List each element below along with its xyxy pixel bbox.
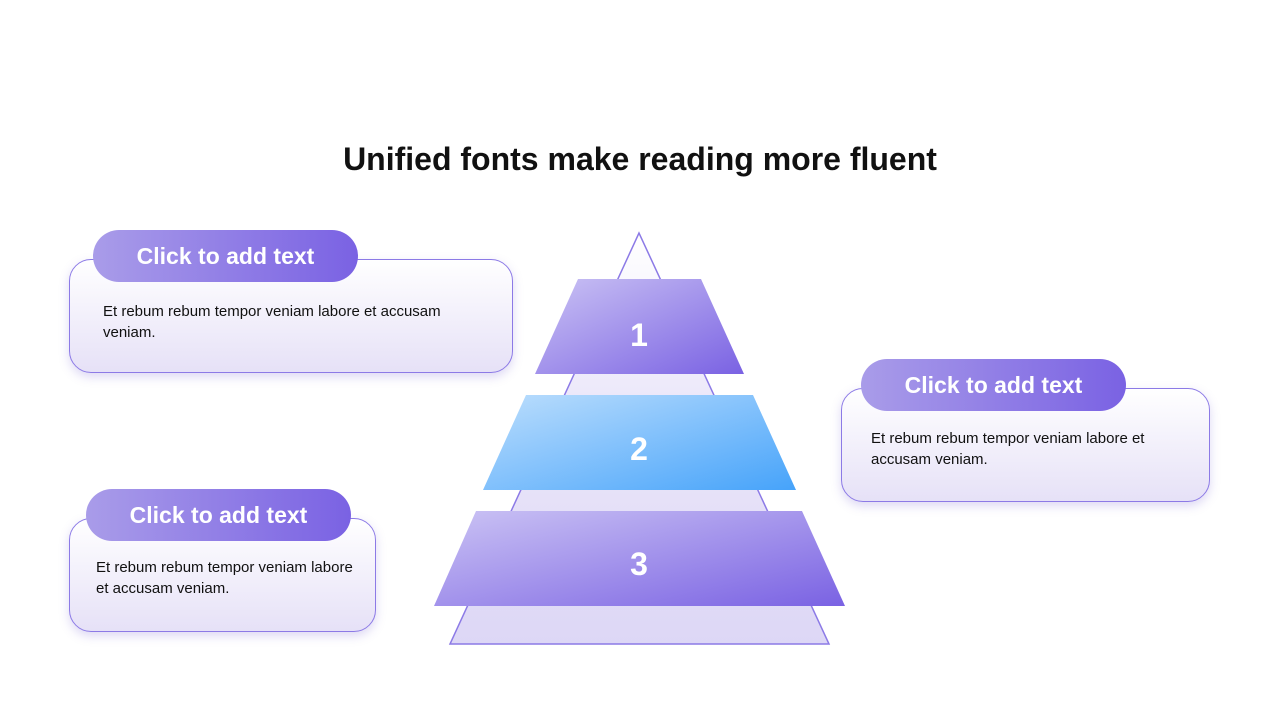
pyramid-tier-2[interactable] <box>483 395 796 490</box>
slide-title[interactable]: Unified fonts make reading more fluent <box>343 141 937 177</box>
pyramid-tier-1[interactable] <box>535 279 744 374</box>
callout-bottom-left-title[interactable]: Click to add text <box>86 489 351 541</box>
pyramid-tier-1-label: 1 <box>630 317 648 353</box>
pyramid-tier-2-label: 2 <box>630 431 648 467</box>
callout-right-body[interactable]: Et rebum rebum tempor veniam labore et a… <box>871 430 1145 468</box>
pyramid-tier-3[interactable] <box>434 511 845 606</box>
callout-top-left-title[interactable]: Click to add text <box>93 230 358 282</box>
callout-right-title[interactable]: Click to add text <box>861 359 1126 411</box>
callout-bottom-left-body[interactable]: Et rebum rebum tempor veniam labore et a… <box>96 559 353 597</box>
pyramid-tier-3-label: 3 <box>630 546 648 582</box>
callout-top-left-body[interactable]: Et rebum rebum tempor veniam labore et a… <box>103 303 441 341</box>
